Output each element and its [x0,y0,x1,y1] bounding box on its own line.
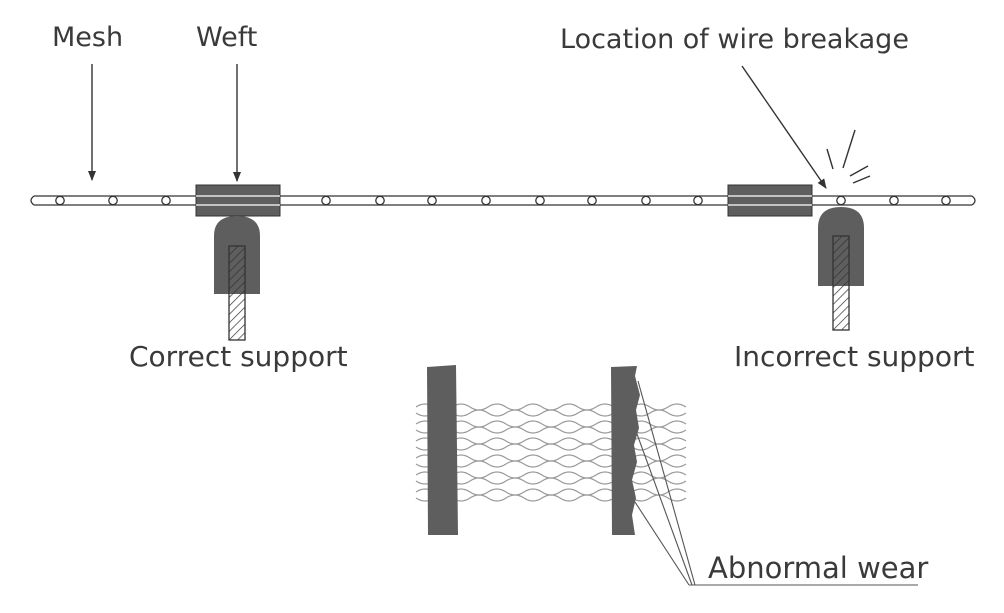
mesh-label: Mesh [52,22,124,53]
breakage-spark-icon [826,129,871,184]
worn-bar [611,366,640,535]
wear-pointer-lines [634,380,918,586]
abnormal-wear-label: Abnormal wear [708,551,929,585]
breakage-label: Location of wire breakage [560,24,909,55]
mesh-line [30,195,976,206]
incorrect-support [727,184,864,331]
wire-weave [415,403,687,502]
weft-label: Weft [196,22,258,53]
breakage-arrow [741,65,827,189]
weft-circles [55,195,951,206]
correct-support-label: Correct support [129,340,348,373]
correct-support [195,184,281,341]
normal-bar [427,365,458,535]
incorrect-support-label: Incorrect support [734,340,975,373]
